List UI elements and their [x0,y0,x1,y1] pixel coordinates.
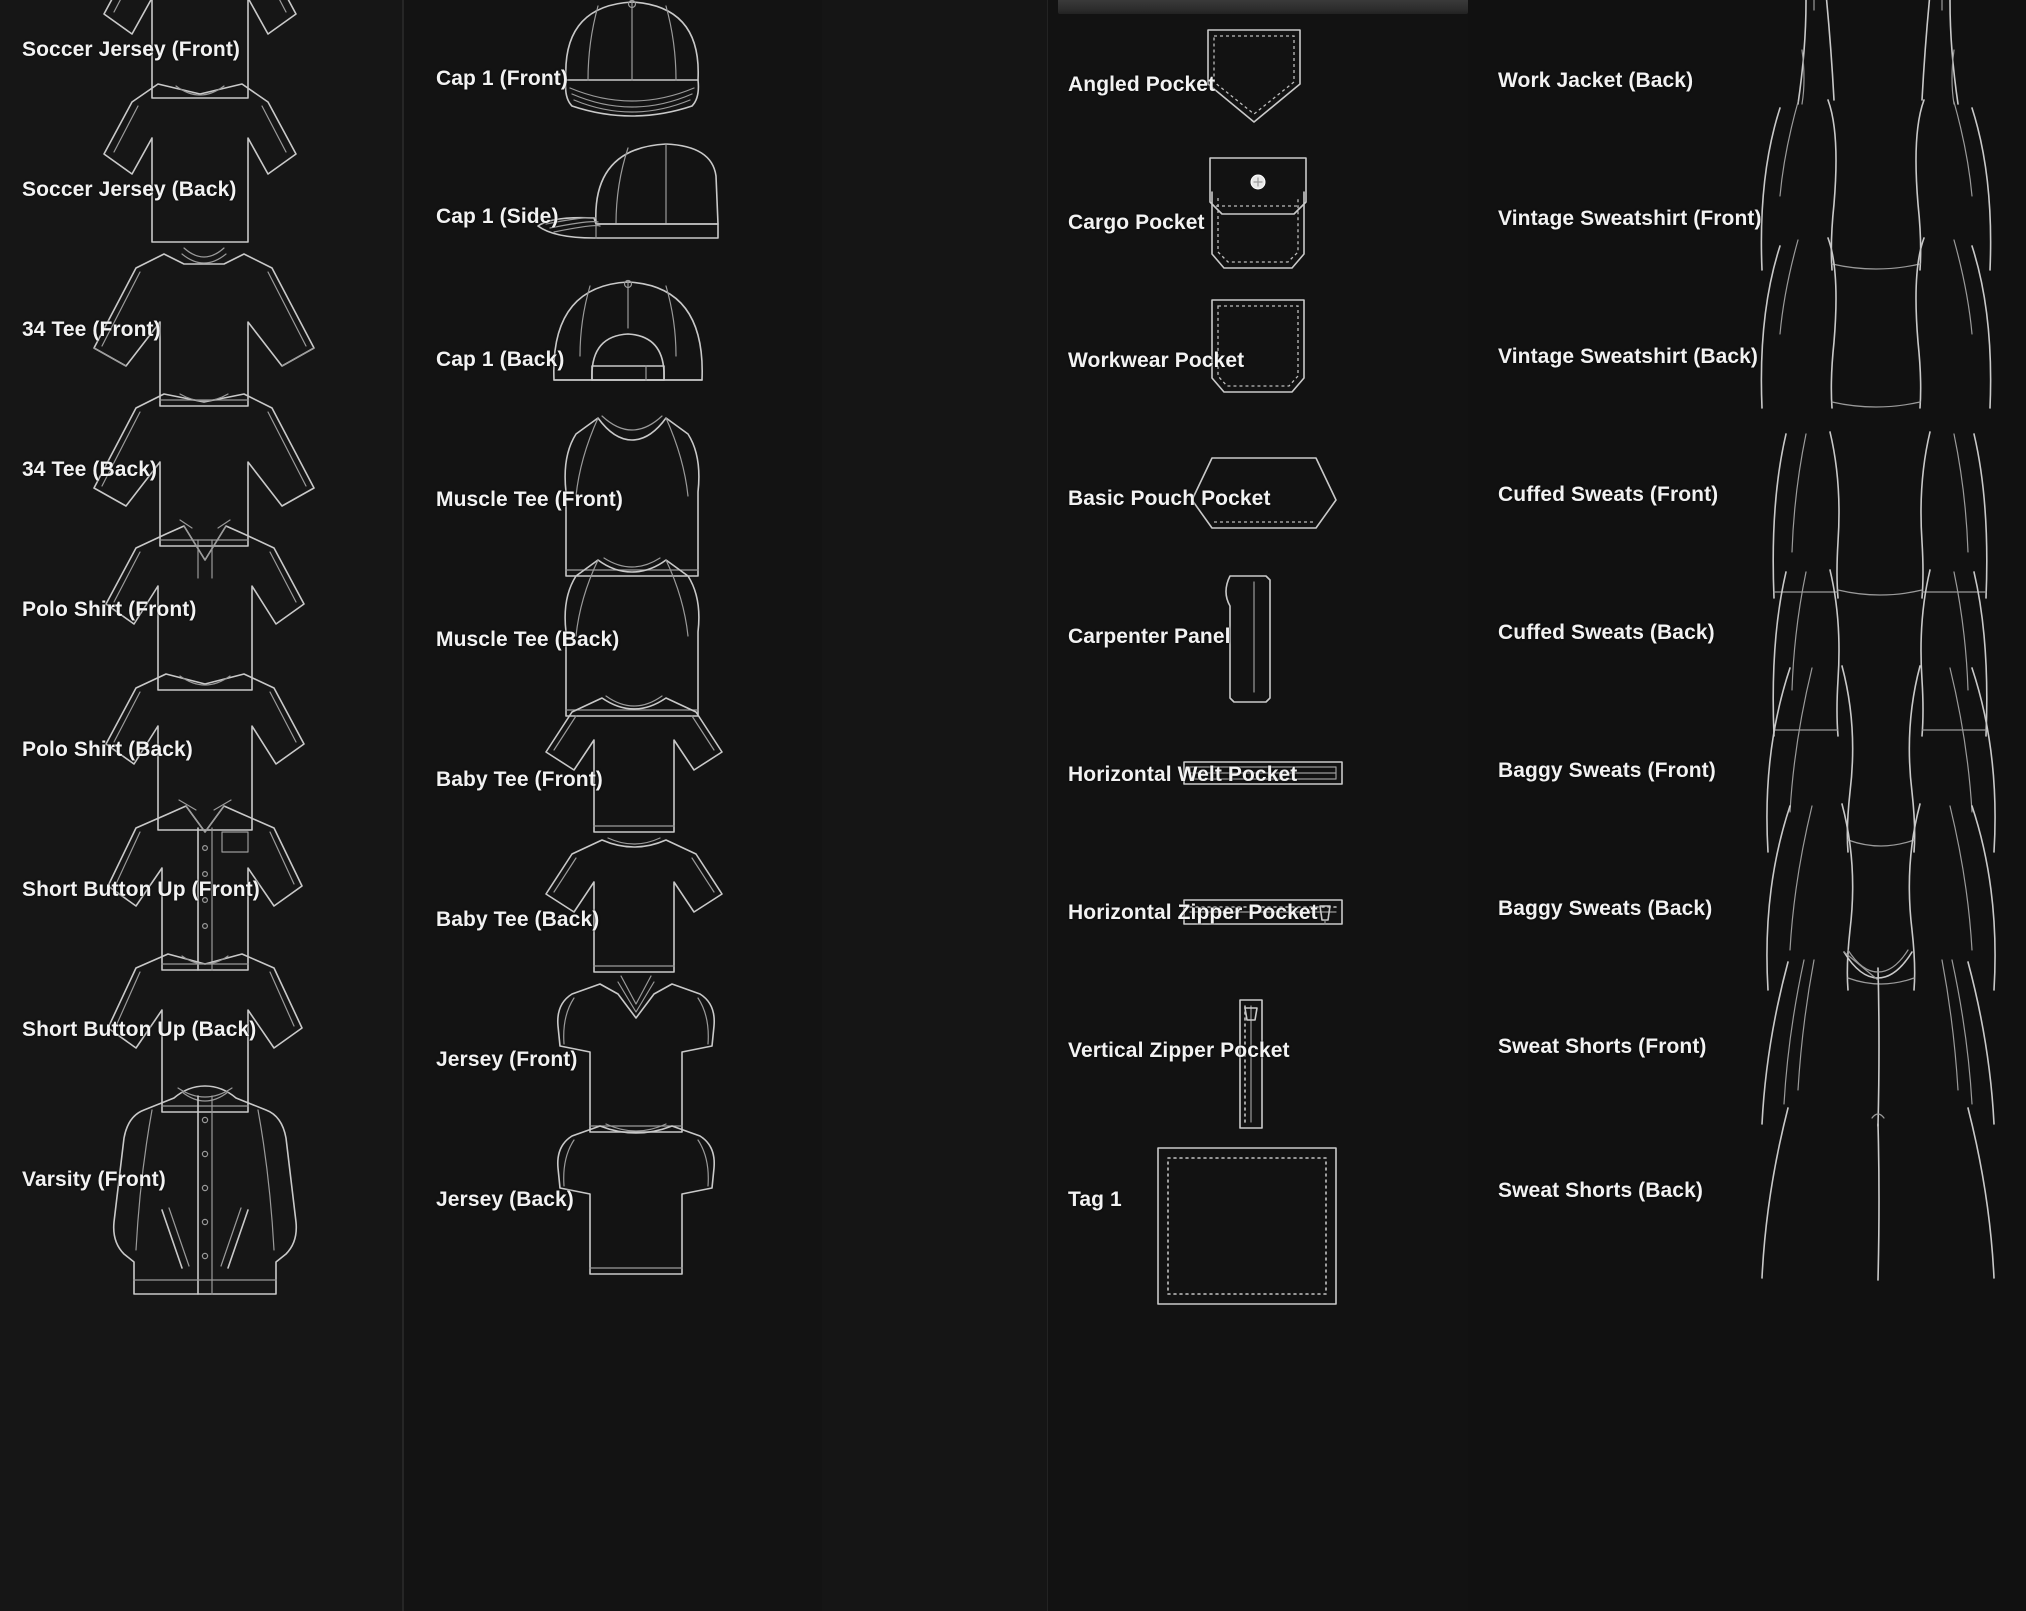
item-label: Cap 1 (Back) [436,348,565,371]
item-label: Short Button Up (Front) [22,878,260,901]
list-item[interactable]: Muscle Tee (Back) [404,557,822,717]
item-label: Soccer Jersey (Front) [22,38,241,61]
item-label: Cuffed Sweats (Front) [1498,483,1719,506]
caps-and-tees-column[interactable]: Cap 1 (Front) Cap 1 (Side) [402,0,822,1611]
item-label: Short Button Up (Back) [22,1018,257,1041]
bottoms-column[interactable]: Work Jacket (Back) Vintage Sweatshirt (F… [1468,0,2026,1611]
item-label: Horizontal Zipper Pocket [1068,901,1318,924]
list-item[interactable]: Baby Tee (Front) [404,695,822,850]
item-label: Cap 1 (Front) [436,67,568,90]
item-label: Vintage Sweatshirt (Back) [1498,345,1759,368]
list-item[interactable]: Cap 1 (Side) [404,143,822,282]
list-item[interactable]: Cargo Pocket [1048,154,1468,292]
item-label: Vintage Sweatshirt (Front) [1498,207,1762,230]
item-label: Polo Shirt (Back) [22,738,193,761]
list-item[interactable]: Baby Tee (Back) [404,837,822,990]
list-item[interactable]: Basic Pouch Pocket [1048,430,1468,568]
list-item[interactable]: Vintage Sweatshirt (Back) [1468,237,2026,426]
item-label: Cap 1 (Side) [436,205,559,228]
list-item[interactable]: Horizontal Welt Pocket [1048,706,1468,844]
list-item[interactable]: Vertical Zipper Pocket [1048,982,1468,1129]
column-divider [1047,0,1048,1611]
list-item[interactable]: Short Button Up (Front) [0,799,402,971]
list-item[interactable]: Varsity (Front) [0,1085,402,1295]
list-item[interactable]: 34 Tee (Front) [0,247,402,407]
list-item[interactable]: 34 Tee (Back) [0,393,402,547]
item-label: Soccer Jersey (Back) [22,178,237,201]
tops-column[interactable]: Soccer Jersey (Front) Soccer Jersey (Bac… [0,0,402,1611]
list-item[interactable]: Polo Shirt (Front) [0,519,402,691]
item-label: Polo Shirt (Front) [22,598,197,621]
list-item[interactable]: Workwear Pocket [1048,292,1468,430]
item-label: Sweat Shorts (Back) [1498,1179,1703,1202]
list-item[interactable]: Jersey (Front) [404,975,822,1133]
item-label: Jersey (Front) [436,1048,578,1071]
pants-a-illustration [1758,0,1998,140]
item-label: Cargo Pocket [1068,211,1205,234]
list-item[interactable]: Cuffed Sweats (Back) [1468,564,2026,737]
list-item[interactable]: Short Button Up (Back) [0,953,402,1113]
list-item[interactable]: Sweat Shorts (Front) [1468,949,2026,1127]
list-item[interactable]: Cap 1 (Front) [404,0,822,144]
list-item[interactable]: Vintage Sweatshirt (Front) [1468,99,2026,288]
item-label: Baggy Sweats (Back) [1498,897,1713,920]
list-item[interactable]: Polo Shirt (Back) [0,673,402,831]
tag-1-illustration [1150,1140,1350,1320]
list-item[interactable]: Baggy Sweats (Front) [1468,665,2026,853]
cap-back-illustration [528,258,728,428]
list-item[interactable]: Muscle Tee (Front) [404,415,822,577]
list-item[interactable]: Baggy Sweats (Back) [1468,803,2026,991]
list-item[interactable]: Soccer Jersey (Front) [0,0,402,120]
pockets-column[interactable]: Angled Pocket Cargo Pocket [1048,0,1468,1611]
item-label: Baby Tee (Front) [436,768,603,791]
item-label: Cuffed Sweats (Back) [1498,621,1715,644]
item-label: Vertical Zipper Pocket [1068,1039,1290,1062]
item-label: Tag 1 [1068,1188,1122,1211]
list-item[interactable]: Angled Pocket [1048,16,1468,154]
vertical-zipper-pocket-illustration [1226,994,1276,1134]
item-label: Sweat Shorts (Front) [1498,1035,1707,1058]
list-item[interactable]: Work Jacket (Back) [1468,0,2026,150]
item-label: Work Jacket (Back) [1498,69,1694,92]
list-item[interactable]: Horizontal Zipper Pocket [1048,844,1468,982]
list-item[interactable]: Carpenter Panel [1048,568,1468,706]
list-item[interactable]: Cuffed Sweats (Front) [1468,426,2026,599]
item-label: Muscle Tee (Front) [436,488,623,511]
list-item[interactable]: Sweat Shorts (Back) [1468,1107,2026,1281]
item-label: Baggy Sweats (Front) [1498,759,1716,782]
list-item[interactable]: Tag 1 [1048,1120,1468,1305]
sweat-shorts-back-illustration [1744,1094,2014,1284]
item-label: 34 Tee (Front) [22,318,161,341]
item-label: Baby Tee (Back) [436,908,600,931]
item-label: Jersey (Back) [436,1188,574,1211]
list-item[interactable]: Cap 1 (Back) [404,279,822,430]
gutter-column [822,0,1048,1611]
item-label: Carpenter Panel [1068,625,1231,648]
item-label: Horizontal Welt Pocket [1068,763,1298,786]
item-label: 34 Tee (Back) [22,458,158,481]
cap-side-illustration [516,122,736,282]
item-label: Workwear Pocket [1068,349,1245,372]
list-item[interactable]: Jersey (Back) [404,1123,822,1275]
item-label: Muscle Tee (Back) [436,628,620,651]
list-item[interactable]: Soccer Jersey (Back) [0,83,402,260]
panel-scrollbar[interactable] [1058,0,1468,14]
item-label: Angled Pocket [1068,73,1216,96]
cargo-pocket-illustration [1198,148,1318,288]
item-label: Basic Pouch Pocket [1068,487,1271,510]
item-label: Varsity (Front) [22,1168,166,1191]
